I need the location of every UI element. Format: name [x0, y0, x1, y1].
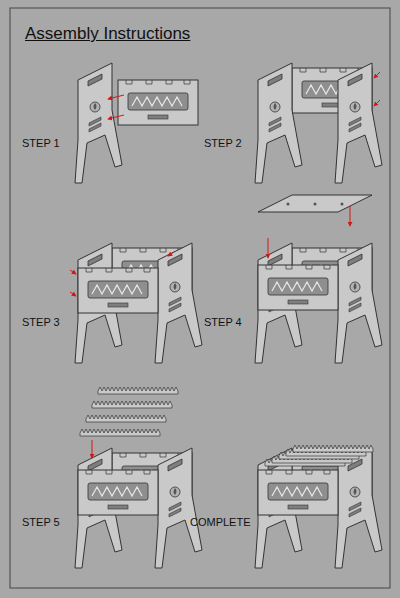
step-label: COMPLETE	[190, 516, 251, 528]
step-label: STEP 3	[22, 316, 60, 328]
step3-figure	[70, 243, 202, 363]
step2-figure	[255, 63, 382, 183]
complete-figure	[255, 445, 382, 568]
step5-figure	[75, 387, 202, 568]
step-label: STEP 5	[22, 516, 60, 528]
step4-figure	[255, 195, 382, 363]
step-label: STEP 2	[204, 137, 242, 149]
step1-figure	[75, 63, 198, 183]
frame-border	[10, 8, 390, 588]
diagram-title: Assembly Instructions	[25, 24, 190, 44]
step-label: STEP 1	[22, 137, 60, 149]
step-label: STEP 4	[204, 316, 242, 328]
